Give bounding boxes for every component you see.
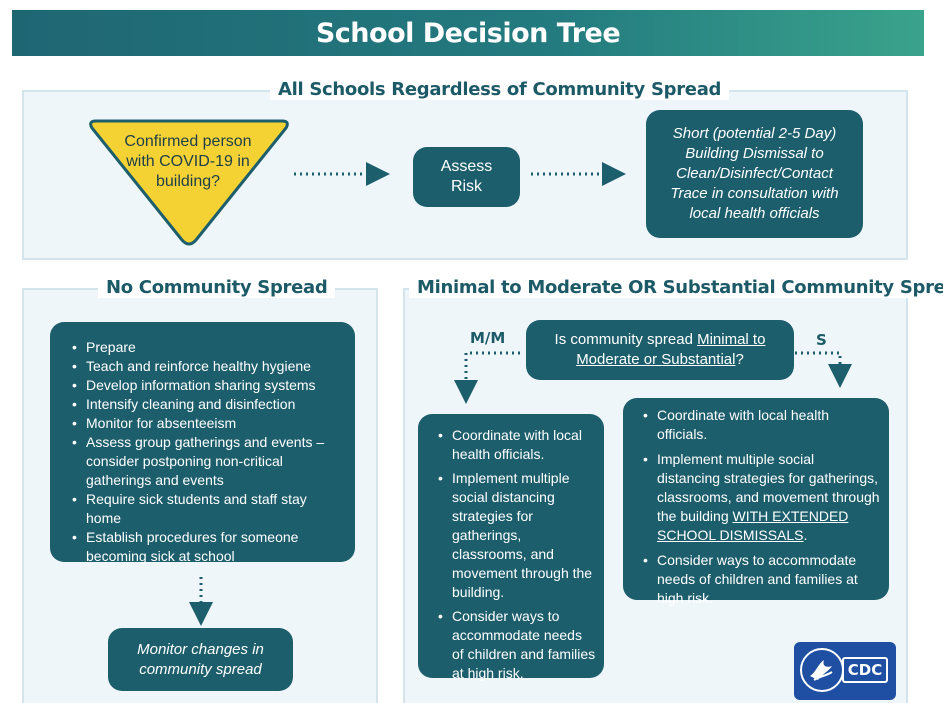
- dismissal-box: Short (potential 2-5 Day) Building Dismi…: [646, 110, 863, 238]
- list-item: Monitor for absenteeism: [72, 414, 341, 433]
- question-suffix: ?: [735, 351, 744, 368]
- s-actions-list: Coordinate with local health officials. …: [643, 406, 881, 608]
- list-item: Teach and reinforce healthy hygiene: [72, 357, 341, 376]
- list-item: Consider ways to accommodate needs of ch…: [643, 551, 881, 608]
- list-item: Intensify cleaning and disinfection: [72, 395, 341, 414]
- no-spread-title: No Community Spread: [98, 277, 336, 298]
- list-item: Prepare: [72, 338, 341, 357]
- decision-triangle-text: Confirmed person with COVID-19 in buildi…: [124, 133, 252, 190]
- list-item: Require sick students and staff stay hom…: [72, 490, 341, 528]
- monitor-text: Monitor changes in community spread: [137, 640, 264, 678]
- arrow-question-to-s: [795, 351, 852, 388]
- list-item: Implement multiple social distancing str…: [643, 450, 881, 545]
- list-item: Develop information sharing systems: [72, 376, 341, 395]
- s-actions-box: Coordinate with local health officials. …: [623, 398, 889, 606]
- list-item: Coordinate with local health officials.: [643, 406, 881, 444]
- page-title: School Decision Tree: [315, 17, 621, 49]
- question-text: Is community spread Minimal to Moderate …: [540, 330, 780, 370]
- list-item: Coordinate with local health officials.: [438, 426, 596, 464]
- assess-risk-box: Assess Risk: [413, 147, 520, 207]
- decision-triangle-shape: [89, 119, 289, 246]
- arrow-question-to-mm: [454, 351, 520, 404]
- list-item: Establish procedures for someone becomin…: [72, 528, 341, 566]
- cdc-text: CDC: [842, 657, 888, 683]
- mm-label: M/M: [470, 329, 506, 347]
- mm-actions-list: Coordinate with local health officials. …: [438, 426, 596, 683]
- question-link: Minimal to Moderate or Substantial: [576, 331, 766, 368]
- monitor-box: Monitor changes in community spread: [108, 628, 293, 691]
- s-label: S: [816, 331, 827, 349]
- s-item2-link: WITH EXTENDED SCHOOL DISMISSALS: [657, 508, 849, 543]
- question-prefix: Is community spread: [554, 331, 698, 348]
- mm-actions-box: Coordinate with local health officials. …: [418, 414, 604, 681]
- list-item: Assess group gatherings and events – con…: [72, 433, 341, 490]
- cdc-logo: CDC: [794, 642, 896, 700]
- assess-risk-text: Assess Risk: [440, 158, 493, 195]
- dismissal-text: Short (potential 2-5 Day) Building Dismi…: [670, 125, 839, 222]
- spread-title: Minimal to Moderate OR Substantial Commu…: [409, 277, 943, 298]
- all-schools-title: All Schools Regardless of Community Spre…: [270, 79, 730, 100]
- list-item: Implement multiple social distancing str…: [438, 469, 596, 602]
- no-spread-list-box: Prepare Teach and reinforce healthy hygi…: [50, 322, 355, 564]
- s-item2-prefix: Implement multiple social distancing str…: [657, 451, 880, 524]
- question-box: Is community spread Minimal to Moderate …: [526, 320, 794, 380]
- header-bar: School Decision Tree: [12, 10, 924, 56]
- eagle-icon: [810, 660, 833, 681]
- list-item: Consider ways to accommodate needs of ch…: [438, 607, 596, 683]
- no-spread-list: Prepare Teach and reinforce healthy hygi…: [72, 338, 341, 566]
- s-item2-suffix: .: [803, 527, 808, 543]
- hhs-seal-icon: [800, 648, 844, 692]
